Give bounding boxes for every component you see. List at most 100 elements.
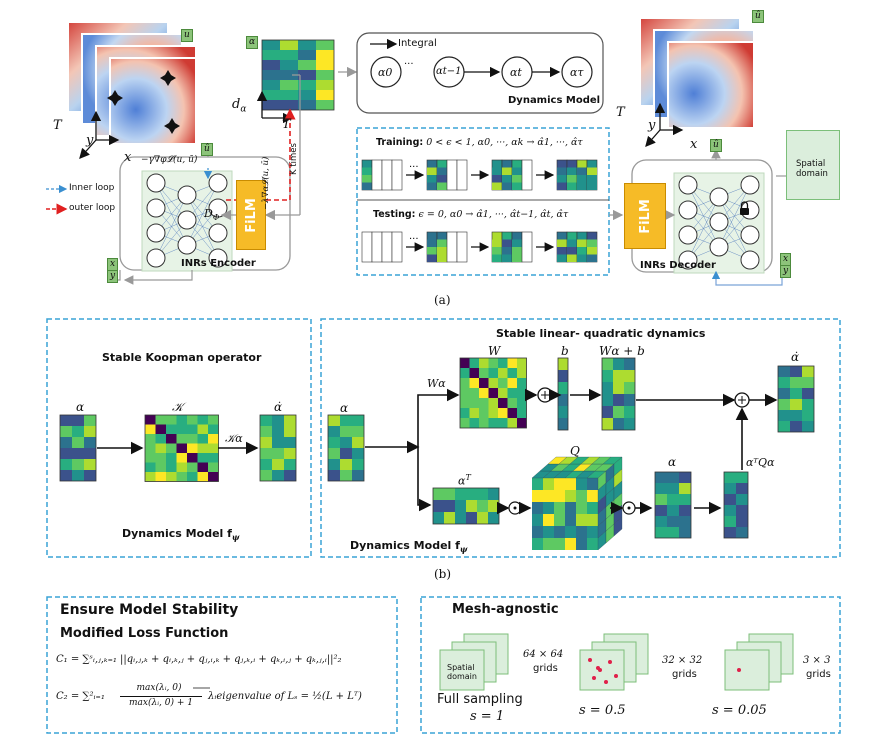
training-label: Training: 0 < ϵ < 1, α0, ···, αk → α̂1, … [376, 137, 583, 148]
decoder-label: INRs Decoder [640, 260, 716, 271]
lq-alpha-dot: α̇ [791, 350, 800, 364]
mesh-caption-3: s = 0.05 [712, 703, 767, 718]
stability-c2-num: max(λᵢ, 0) [136, 683, 182, 693]
stability-c1: C₁ = ∑ˢᵢ,ⱼ,ₖ₌₁ ||qᵢ,ⱼ,ₖ + qᵢ,ₖ,ⱼ + qⱼ,ᵢ,… [56, 654, 342, 665]
axes-right [645, 102, 684, 147]
lq-alpha: α [340, 401, 349, 415]
koopman-alpha: α [76, 400, 85, 414]
tag-y: y [107, 270, 119, 283]
encoder-loss-label: −γ∇φ𝓛(u, ū) [141, 155, 198, 165]
lq-W-alpha-b: Wα + b [599, 344, 645, 358]
node-alpha-t: αt [510, 66, 522, 79]
encoder-network [141, 170, 233, 272]
axis-label-T-left: T [53, 118, 62, 133]
lq-dynamics-label: Dynamics Model fψ [350, 539, 468, 555]
input-field-stack [67, 21, 197, 145]
tag-u: u [181, 29, 193, 42]
dynamics-dots: ··· [404, 59, 414, 70]
lq-title: Stable linear- quadratic dynamics [496, 327, 706, 340]
stability-subtitle: Modified Loss Function [60, 626, 229, 641]
mesh-box [420, 596, 841, 734]
alpha-matrix [261, 39, 335, 111]
koopman-alpha-dot: α̇ [274, 400, 283, 414]
lq-Q: Q [570, 444, 580, 458]
lq-W-alpha: Wα [427, 377, 446, 390]
axis-label-y-right: y [648, 118, 656, 133]
tag-u-hat-top: û [752, 10, 764, 23]
lq-b: b [561, 344, 569, 358]
tag-u-hat-encoder: û [201, 143, 213, 156]
mesh-title: Mesh-agnostic [452, 602, 559, 617]
koopman-alpha-dot-matrix [259, 414, 297, 482]
lq-W: W [488, 344, 501, 358]
encoder-D-phi: DΦ [204, 207, 220, 223]
testing-label: Testing: ϵ = 0, α0 → α̂1, ···, α̂t−1, α̂… [373, 209, 569, 220]
koopman-alpha-matrix [59, 414, 97, 482]
panel-b-matrices [59, 357, 815, 551]
encoder-film-block: FiLM [236, 180, 266, 250]
stability-box [46, 596, 398, 734]
mesh-full-sampling: Full sampling [437, 692, 523, 707]
koopman-K-matrix [144, 414, 219, 482]
lq-alpha-matrix [327, 414, 365, 482]
lq-alpha-2: α [668, 455, 677, 469]
lq-box [320, 318, 841, 558]
dynamics-model-box [356, 32, 604, 114]
stability-c2-lhs: C₂ = ∑²ᵢ₌₁ [56, 691, 105, 702]
koopman-K: 𝒦 [172, 400, 184, 414]
lq-alpha-dot-matrix [777, 365, 815, 433]
stability-c2-rhs: λᵢeigenvalue of Lₛ = ½(L + Lᵀ) [208, 691, 362, 702]
mesh-unit-3: grids [806, 669, 831, 680]
caption-a: (a) [434, 293, 451, 307]
koopman-dynamics-label: Dynamics Model fψ [122, 527, 240, 543]
fraction-bar [120, 696, 202, 697]
node-alpha-0: α0 [378, 66, 393, 79]
mesh-grid-1: 64 × 64 [523, 649, 564, 660]
dynamics-nodes [370, 56, 593, 88]
dynamics-model-label: Dynamics Model [508, 95, 601, 106]
spatial-domain-label: Spatial domain [796, 159, 828, 179]
axis-label-x-right: x [690, 137, 698, 152]
mesh-unit-1: grids [533, 663, 558, 674]
lq-alpha-T-Q-alpha: αᵀQα [746, 456, 775, 469]
mesh-caption-2: s = 0.5 [579, 703, 626, 718]
lq-W-matrix [459, 357, 527, 429]
svg-text:···: ··· [409, 162, 419, 173]
koopman-K-alpha: 𝒦α [225, 432, 243, 445]
decoder-film-block: FiLM [624, 183, 666, 249]
integral-label: Integral [398, 38, 437, 49]
alpha-axis-d: dα [232, 97, 247, 115]
koopman-box [46, 318, 312, 558]
training-sequence: ··· [361, 159, 598, 191]
tag-alpha: α [246, 36, 259, 49]
lq-alpha2-matrix [654, 471, 692, 539]
mesh-grid-2: 32 × 32 [662, 655, 703, 666]
lq-aTQa-vector [723, 471, 749, 539]
legend-inner-loop: Inner loop [69, 183, 115, 193]
stability-title: Ensure Model Stability [60, 602, 239, 618]
k-times-label: K times [289, 143, 299, 175]
node-alpha-tau: ατ [570, 66, 584, 79]
axis-label-T-right: T [616, 105, 625, 120]
Q-tensor-cube [531, 456, 623, 551]
axes-left [79, 110, 120, 159]
stability-c2-den: max(λᵢ, 0) + 1 [129, 698, 193, 708]
lq-b-vector [557, 357, 569, 431]
spatial-domain-box [786, 130, 840, 200]
lq-alpha-T: αT [458, 473, 471, 488]
alpha-axis-T: T [282, 117, 291, 132]
train-test-box [356, 127, 610, 276]
mesh-unit-2: grids [672, 669, 697, 680]
mesh-spatial-label: Spatial domain [447, 663, 477, 682]
axis-label-y-left: y [86, 133, 94, 148]
node-alpha-t-1: αt−1 [436, 66, 462, 77]
koopman-title: Stable Koopman operator [102, 351, 262, 364]
testing-sequence: ··· [361, 231, 598, 263]
lq-alpha-T-vector [432, 487, 500, 525]
caption-b: (b) [434, 567, 452, 581]
encoder-label: INRs Encoder [181, 258, 256, 269]
mesh-stacks [439, 633, 794, 691]
tag-y-decoder: y [780, 265, 792, 278]
